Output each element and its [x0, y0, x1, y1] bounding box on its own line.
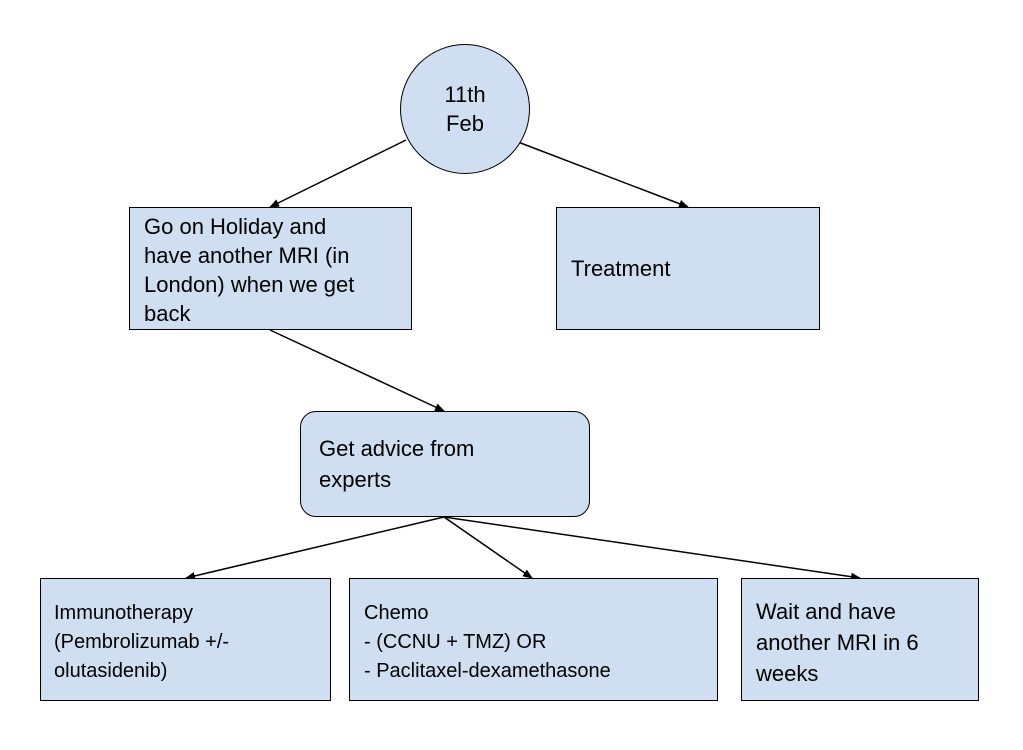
arrow-advice-to-chemo	[443, 516, 533, 579]
node-treatment: Treatment	[556, 207, 820, 330]
node-label-line: 11th	[444, 82, 486, 107]
node-label-line: Immunotherapy	[54, 602, 193, 624]
node-label-line: London) when we get	[144, 272, 355, 297]
node-label-line: Treatment	[571, 256, 671, 281]
arrow-start-to-holiday	[269, 139, 407, 208]
node-get-advice: Get advice from experts	[300, 411, 590, 517]
node-go-on-holiday: Go on Holiday and have another MRI (in L…	[129, 207, 412, 330]
node-label-line: Chemo	[364, 602, 429, 624]
arrow-advice-to-immunotherapy	[185, 516, 445, 580]
arrow-holiday-to-advice	[269, 329, 445, 412]
node-wait-and-mri: Wait and have another MRI in 6 weeks	[741, 578, 979, 701]
node-label-line: (Pembrolizumab +/-	[54, 631, 230, 653]
node-label-line: experts	[319, 467, 392, 492]
node-label-line: Feb	[446, 111, 484, 136]
node-11th-feb: 11th Feb	[400, 44, 530, 174]
node-label-line: - Paclitaxel-dexamethasone	[364, 660, 611, 682]
node-label-line: Go on Holiday and	[144, 214, 327, 239]
node-label-line: - (CCNU + TMZ) OR	[364, 631, 547, 653]
node-label-line: Wait and have	[756, 599, 896, 624]
node-chemo: Chemo - (CCNU + TMZ) OR - Paclitaxel-dex…	[349, 578, 718, 701]
node-label-line: weeks	[756, 661, 819, 686]
node-label-line: back	[144, 301, 191, 326]
node-label-line: have another MRI (in	[144, 243, 350, 268]
node-label-line: olutasidenib)	[54, 660, 168, 682]
node-label-line: Get advice from	[319, 436, 475, 461]
arrow-start-to-treatment	[517, 141, 689, 208]
node-label-line: another MRI in 6	[756, 630, 919, 655]
arrow-advice-to-wait	[443, 516, 861, 581]
node-immunotherapy: Immunotherapy (Pembrolizumab +/- olutasi…	[40, 578, 331, 701]
